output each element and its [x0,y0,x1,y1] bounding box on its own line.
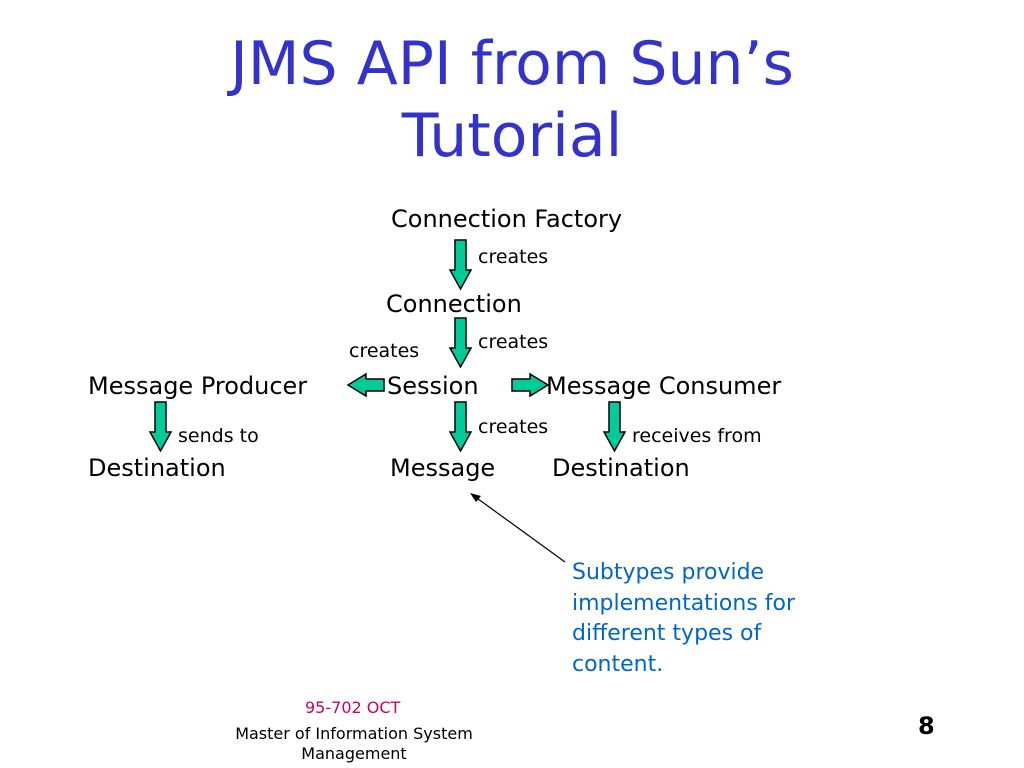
label-connection-creates: creates [478,331,549,353]
node-connection: Connection [386,290,522,318]
node-producer-destination: Destination [88,454,226,482]
arrow-factory-to-connection [448,239,473,291]
slide-title: JMS API from Sun’s Tutorial [0,28,1024,172]
arrow-session-to-consumer [511,372,550,398]
label-sends-to: sends to [178,425,259,447]
label-session-creates-message: creates [478,416,549,438]
arrow-session-to-message [448,401,473,453]
node-message: Message [390,454,496,482]
footer-course: 95-702 OCT [305,698,401,717]
node-message-producer: Message Producer [88,372,308,400]
page-number: 8 [918,712,935,740]
node-consumer-destination: Destination [552,454,690,482]
label-receives-from: receives from [632,425,762,447]
arrow-producer-to-destination [148,401,173,453]
slide-title-line2: Tutorial [401,101,623,171]
arrow-session-to-producer [346,372,385,398]
label-factory-creates: creates [478,246,549,268]
footer-program: Master of Information System Management [235,724,473,763]
arrow-connection-to-session [448,317,473,369]
arrow-consumer-to-destination [602,401,627,453]
node-message-consumer: Message Consumer [546,372,782,400]
node-connection-factory: Connection Factory [391,205,623,233]
label-session-creates-producer: creates [349,340,420,362]
node-session: Session [387,372,479,400]
callout-pointer [470,493,566,563]
callout-note: Subtypes provide implementations for dif… [572,560,796,677]
slide-title-line1: JMS API from Sun’s [230,29,794,99]
